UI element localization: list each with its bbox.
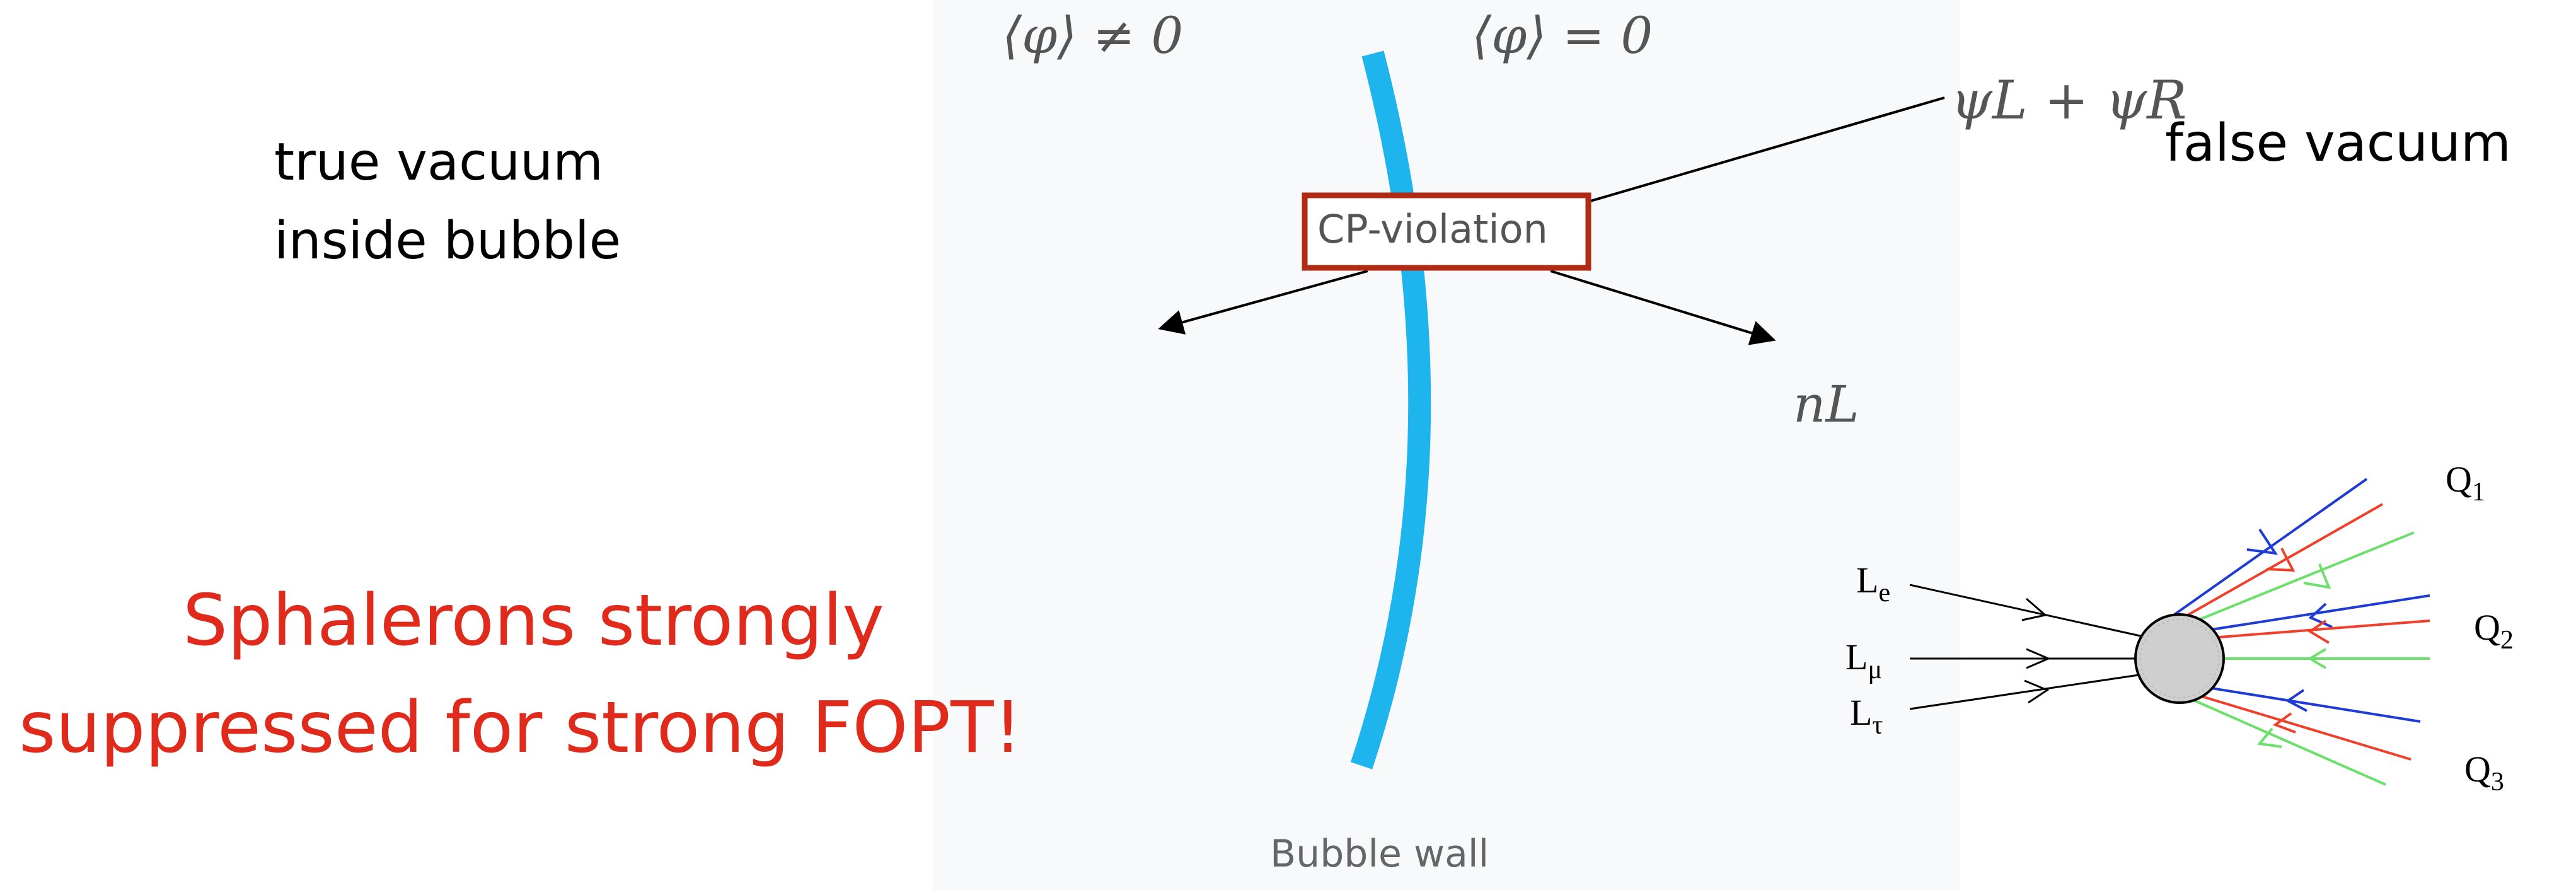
- right-arrow: [1550, 270, 1776, 345]
- lepton-label-mu: Lμ: [1845, 637, 1882, 684]
- sphaleron-blob: [2134, 613, 2225, 704]
- cp-violation-label: CP-violation: [1317, 206, 1548, 252]
- sphaleron-blob-texture: [2140, 619, 2219, 698]
- true-vacuum-label-line2: inside bubble: [274, 211, 621, 271]
- n-l-label: nL: [1793, 375, 1859, 434]
- quark-lines-q1: [2173, 478, 2415, 628]
- figure-background: [933, 0, 1960, 890]
- quark-label-q2: Q2: [2474, 607, 2514, 655]
- phi-zero-label: ⟨φ⟩ = 0: [1472, 6, 1653, 65]
- sphalerons-text-line2: suppressed for strong FOPT!: [19, 687, 1022, 769]
- psi-line: [1588, 96, 1945, 203]
- lepton-line-tau: [1909, 673, 2144, 710]
- lepton-line-e: [1909, 584, 2144, 638]
- phi-nonzero-label: ⟨φ⟩ ≠ 0: [1002, 6, 1184, 65]
- false-vacuum-label: false vacuum: [2165, 113, 2511, 173]
- left-arrow: [1158, 270, 1368, 335]
- sphalerons-text-line1: Sphalerons strongly: [183, 580, 884, 662]
- bubble-wall-label: Bubble wall: [1270, 832, 1489, 876]
- bubble-wall: [1350, 50, 1431, 769]
- quark-lines-q3: [2177, 683, 2421, 786]
- lepton-label-e: Le: [1856, 560, 1890, 608]
- quark-label-q1: Q1: [2446, 459, 2485, 507]
- lepton-arrow-e: [2021, 597, 2048, 621]
- cp-violation-box: [1302, 192, 1591, 271]
- quark-lines-q2: [2186, 594, 2430, 669]
- lepton-arrow-tau: [2024, 679, 2050, 704]
- psi-label: ψL + ψR: [1951, 69, 2187, 131]
- quark-label-q3: Q3: [2464, 749, 2504, 797]
- sphaleron-vertex: Le Lμ Lτ Q1 Q2 Q3: [1845, 459, 2514, 797]
- lepton-arrow-mu: [2026, 648, 2051, 669]
- true-vacuum-label-line1: true vacuum: [274, 132, 604, 192]
- lepton-label-tau: Lτ: [1850, 692, 1883, 740]
